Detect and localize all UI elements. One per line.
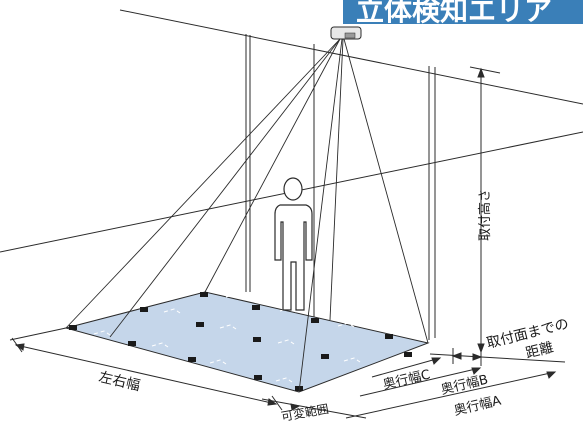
sensor-device xyxy=(330,26,362,40)
subzone xyxy=(275,377,293,383)
floor-markers xyxy=(69,292,412,391)
subzone xyxy=(219,324,237,330)
floor-marker xyxy=(321,354,329,359)
beam-line xyxy=(298,38,343,393)
detection-beams xyxy=(65,38,429,393)
depth-dimensions xyxy=(261,357,557,419)
height-arrow-bottom xyxy=(477,343,485,354)
subzone xyxy=(163,308,181,314)
depth-a-line xyxy=(345,371,556,419)
distance-arrow xyxy=(472,353,483,361)
subzone xyxy=(151,342,169,348)
width-label: 左右幅 xyxy=(97,369,142,394)
depth-arrow xyxy=(471,367,482,375)
floor-marker xyxy=(140,307,148,312)
depth-arrow xyxy=(546,371,557,379)
beam-line xyxy=(329,38,344,321)
subzone xyxy=(209,359,227,365)
title-banner-text: 立体検知エリア xyxy=(356,0,552,27)
title-banner-bg xyxy=(343,0,583,24)
floor-marker xyxy=(188,357,196,362)
height-tick-top xyxy=(469,66,501,74)
floor-marker xyxy=(254,375,262,380)
beam-line xyxy=(65,38,341,329)
distance-label-line2: 距離 xyxy=(524,339,555,362)
variable-range-arrow xyxy=(290,403,301,411)
floor-marker xyxy=(69,325,77,330)
floor-marker xyxy=(252,305,260,310)
person-head xyxy=(283,177,303,201)
mount-height-label: 取付高さ xyxy=(477,189,493,241)
beam-line xyxy=(204,38,341,293)
distance-arrow xyxy=(451,352,462,360)
depth-b-line xyxy=(359,367,481,397)
subzone xyxy=(337,322,355,328)
beam-line xyxy=(109,38,341,338)
depth-b-label: 奥行幅B xyxy=(440,373,490,398)
floor-subzones xyxy=(93,293,361,383)
distance-dimension xyxy=(429,348,566,366)
subzone xyxy=(225,293,243,299)
floor-marker xyxy=(253,337,261,342)
beam-line xyxy=(343,38,429,344)
floor-marker xyxy=(311,318,319,323)
person-figure xyxy=(274,177,313,311)
subzone xyxy=(277,339,295,345)
ceiling-line xyxy=(119,9,583,105)
sensor-lens xyxy=(344,32,356,39)
width-dim-line xyxy=(15,344,277,405)
subzone xyxy=(343,357,361,363)
width-tick-right xyxy=(271,395,283,411)
floor-marker xyxy=(385,334,393,339)
depth-a-label: 奥行幅A xyxy=(453,393,503,418)
height-arrow-top xyxy=(477,67,485,78)
depth-c-line xyxy=(371,357,441,378)
width-ext-left xyxy=(9,327,67,341)
depth-arrow xyxy=(431,357,442,365)
subzone xyxy=(93,330,111,336)
person-body xyxy=(274,204,313,311)
title-banner: 立体検知エリア xyxy=(343,0,583,27)
floor-marker xyxy=(404,352,412,357)
depth-c-label: 奥行幅C xyxy=(382,367,432,392)
floor-marker xyxy=(196,322,204,327)
mount-height-dimension xyxy=(469,66,501,354)
floor-marker xyxy=(128,341,136,346)
width-arrow-left xyxy=(14,343,25,351)
variable-range-line xyxy=(261,398,367,419)
variable-range-label: 可変範囲 xyxy=(280,401,330,424)
floor-marker xyxy=(200,292,208,297)
